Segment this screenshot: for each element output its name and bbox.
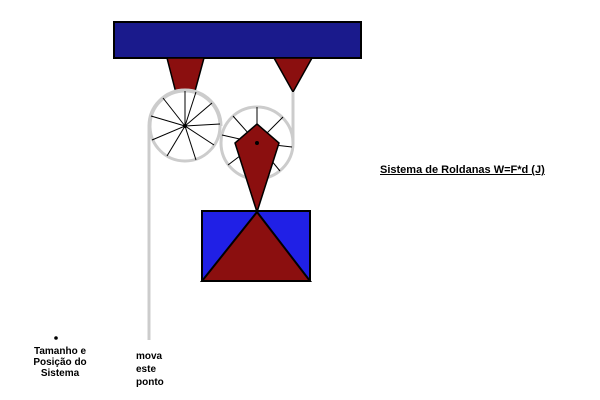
ceiling-beam xyxy=(113,21,362,59)
size-position-label: Tamanho e Posição do Sistema xyxy=(28,346,92,379)
move-label-line: este xyxy=(136,364,157,375)
size-label-line: Tamanho e xyxy=(33,346,87,357)
size-label-line: Sistema xyxy=(40,368,80,379)
fixed-pulley xyxy=(148,89,222,163)
move-point-label: mova este ponto xyxy=(136,350,176,389)
move-label-line: mova xyxy=(136,351,163,362)
size-position-handle[interactable] xyxy=(54,336,58,340)
diagram-title: Sistema de Roldanas W=F*d (J) xyxy=(380,164,545,176)
move-label-line: ponto xyxy=(136,377,164,388)
rope-anchor-support xyxy=(272,57,314,94)
movable-pulley xyxy=(219,105,295,215)
load-block[interactable] xyxy=(199,210,313,282)
size-label-line: Posição do xyxy=(33,357,87,368)
